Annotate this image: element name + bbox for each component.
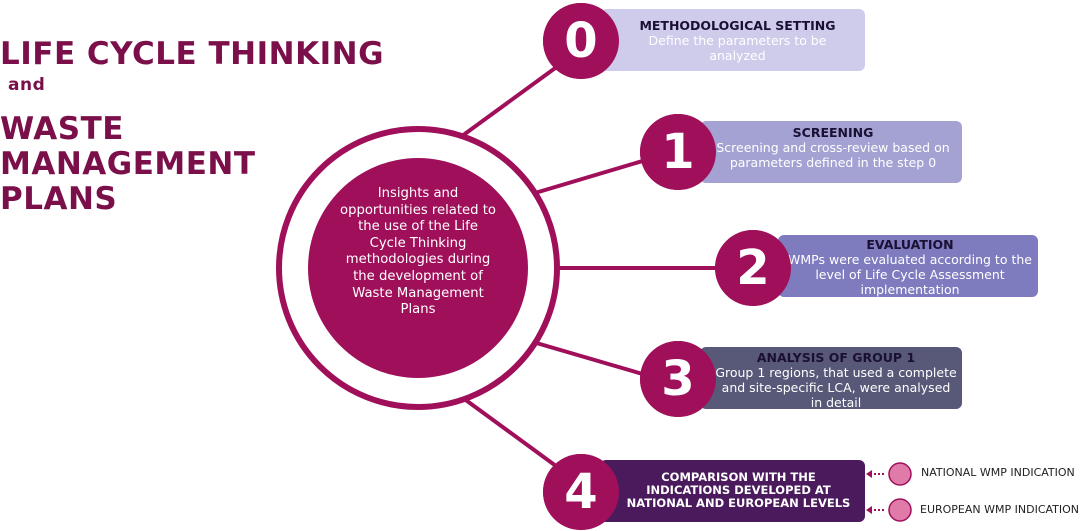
step-number-1: 1 <box>661 124 695 180</box>
step-number-3: 3 <box>661 351 695 407</box>
connector-0 <box>460 64 560 138</box>
step-box-2: EVALUATION WMPs were evaluated according… <box>778 235 1038 297</box>
legend-arrowhead-national <box>866 470 872 478</box>
connector-4 <box>461 396 558 468</box>
center-circle <box>308 158 528 378</box>
step-box-4: COMPARISON WITH THE INDICATIONS DEVELOPE… <box>600 460 865 522</box>
legend-dot-national <box>888 462 912 486</box>
step-description-3: Group 1 regions, that used a complete an… <box>715 365 957 410</box>
step-number-4: 4 <box>564 464 598 520</box>
step-title-0: METHODOLOGICAL SETTING <box>639 18 836 33</box>
legend-label-national: NATIONAL WMP INDICATION <box>921 466 1075 479</box>
step-number-2: 2 <box>736 240 770 296</box>
center-text: Insights and opportunities related to th… <box>340 186 496 318</box>
legend-arrowhead-european <box>866 506 872 514</box>
step-description-1: Screening and cross-review based on para… <box>716 140 950 170</box>
step-box-3: ANALYSIS OF GROUP 1 Group 1 regions, tha… <box>700 347 962 410</box>
connector-3 <box>532 340 647 377</box>
step-title-4: COMPARISON WITH THE INDICATIONS DEVELOPE… <box>626 470 851 510</box>
step-title-1: SCREENING <box>792 125 874 140</box>
legend-label-european: EUROPEAN WMP INDICATION <box>920 503 1080 516</box>
step-title-2: EVALUATION <box>866 237 954 252</box>
step-description-0: Define the parameters to be analyzed <box>648 33 827 63</box>
title-line-1: LIFE CYCLE THINKING <box>0 36 385 72</box>
step-description-2: WMPs were evaluated according to the lev… <box>788 252 1032 297</box>
title-line-3: WASTE MANAGEMENT PLANS <box>0 111 256 217</box>
connector-1 <box>534 158 647 195</box>
step-box-0: METHODOLOGICAL SETTING Define the parame… <box>600 9 865 71</box>
legend-dot-european <box>888 498 912 522</box>
title-line-2: and <box>8 75 46 95</box>
step-number-0: 0 <box>564 13 598 69</box>
step-box-1: SCREENING Screening and cross-review bas… <box>700 121 962 183</box>
step-title-3: ANALYSIS OF GROUP 1 <box>756 350 916 365</box>
